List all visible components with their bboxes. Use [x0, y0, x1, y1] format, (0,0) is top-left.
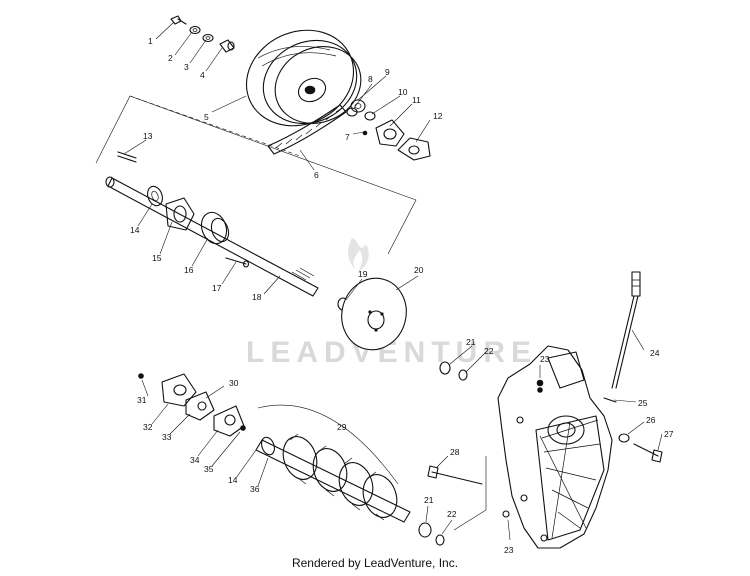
- callout-29: 29: [337, 422, 347, 432]
- callout-36: 36: [250, 484, 260, 494]
- part-33-gasket: [185, 391, 215, 421]
- callout-25: 25: [638, 398, 648, 408]
- callout-34: 34: [190, 455, 200, 465]
- part-16-hub: [200, 211, 230, 245]
- part-36-bearing: [261, 436, 275, 456]
- part-29-drive-shaft: [255, 433, 411, 523]
- callout-14-upper: 14: [130, 225, 140, 235]
- callout-4: 4: [200, 70, 205, 80]
- part-22-seal-upper: [458, 369, 468, 381]
- callout-21-lower: 21: [424, 495, 434, 505]
- part-4-spacer: [219, 39, 235, 53]
- callout-18: 18: [252, 292, 262, 302]
- callout-24: 24: [650, 348, 660, 358]
- part-2-washer: [189, 25, 201, 35]
- part-13-pin: [117, 151, 137, 163]
- part-12-bracket: [397, 137, 431, 161]
- callout-23-upper: 23: [540, 354, 550, 364]
- part-31-nut: [138, 373, 144, 379]
- watermark-logo: [348, 238, 369, 272]
- assembly-frame-upper: [95, 95, 417, 255]
- callout-1: 1: [148, 36, 153, 46]
- part-29-bracket: [257, 404, 399, 485]
- part-22-seal-lower: [435, 534, 445, 546]
- callout-33: 33: [162, 432, 172, 442]
- callout-2: 2: [168, 53, 173, 63]
- callout-10: 10: [398, 87, 408, 97]
- callout-8: 8: [368, 74, 373, 84]
- callout-22-upper: 22: [484, 346, 494, 356]
- callout-7: 7: [345, 132, 350, 142]
- callout-11: 11: [412, 95, 421, 105]
- callout-31: 31: [137, 395, 147, 405]
- part-20-disc: [341, 277, 407, 351]
- part-17-bolt: [225, 257, 250, 268]
- leader-lines: [123, 21, 663, 541]
- part-28-bolt: [427, 465, 483, 485]
- part-10-washer: [364, 111, 376, 121]
- part-6-chain: [267, 104, 347, 155]
- part-34-bearing-plate: [213, 405, 245, 437]
- callout-14-lower: 14: [228, 475, 238, 485]
- part-11-plate: [375, 119, 405, 147]
- part-23-nut-lower: [502, 510, 510, 518]
- part-21-bearing-upper: [439, 361, 451, 375]
- part-14-bearing: [147, 185, 163, 207]
- part-15-housing: [165, 197, 195, 231]
- part-25-clip: [603, 397, 617, 403]
- assembly-frame-lower: [453, 456, 487, 531]
- callout-30: 30: [229, 378, 239, 388]
- callout-12: 12: [433, 111, 443, 121]
- part-32-flange: [161, 373, 197, 407]
- part-9-bearing: [350, 99, 366, 113]
- part-26-washer: [618, 433, 630, 443]
- part-5-drum: [245, 29, 362, 127]
- part-23-nut-upper: [536, 379, 544, 387]
- part-27-bolt: [633, 443, 663, 463]
- callout-13: 13: [143, 131, 153, 141]
- callout-5: 5: [204, 112, 209, 122]
- callout-9: 9: [385, 67, 390, 77]
- rendered-by-footer: Rendered by LeadVenture, Inc.: [291, 556, 459, 570]
- callout-23-lower: 23: [504, 545, 514, 555]
- callout-6: 6: [314, 170, 319, 180]
- callout-27: 27: [664, 429, 674, 439]
- part-24-sensor: [611, 271, 641, 389]
- callout-16: 16: [184, 265, 194, 275]
- part-35-nut: [240, 425, 246, 431]
- callout-21-upper: 21: [466, 337, 476, 347]
- callout-3: 3: [184, 62, 189, 72]
- callout-15: 15: [152, 253, 162, 263]
- callout-22-lower: 22: [447, 509, 457, 519]
- part-21-bearing-lower: [418, 522, 432, 538]
- callout-labels: 1 2 3 4 5 6 7 8 9 10 11 12 13 14 15 16 1…: [130, 36, 674, 555]
- callout-20: 20: [414, 265, 424, 275]
- callout-35: 35: [204, 464, 214, 474]
- housing-assembly: [497, 345, 613, 549]
- part-18-shaft: [105, 176, 319, 297]
- callout-17: 17: [212, 283, 222, 293]
- callout-28: 28: [450, 447, 460, 457]
- callout-19: 19: [358, 269, 368, 279]
- callout-32: 32: [143, 422, 153, 432]
- part-7-nut: [362, 130, 368, 136]
- callout-26: 26: [646, 415, 656, 425]
- part-3-washer: [202, 33, 214, 43]
